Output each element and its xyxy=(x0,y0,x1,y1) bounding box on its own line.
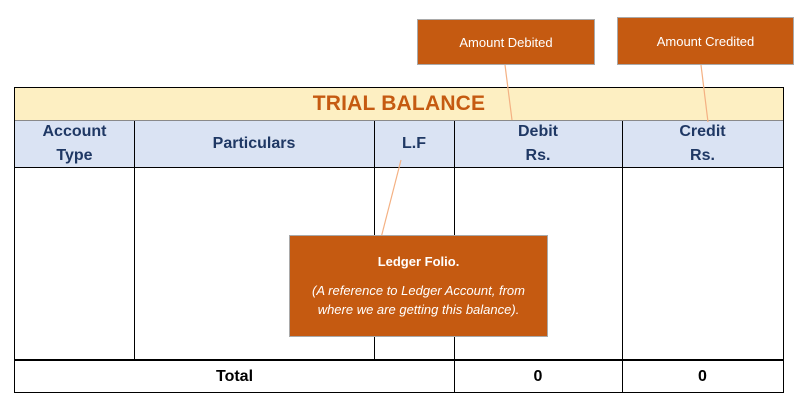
col-header-account-type-line2: Type xyxy=(56,147,93,164)
col-divider-4 xyxy=(622,121,623,392)
col-header-credit: Credit Rs. xyxy=(622,121,783,168)
col-header-lf: L.F xyxy=(374,121,454,168)
col-header-debit: Debit Rs. xyxy=(454,121,622,168)
col-header-account-type-line1: Account xyxy=(42,123,107,140)
col-divider-1 xyxy=(134,121,135,359)
total-label: Total xyxy=(215,367,254,385)
col-header-credit-line2: Rs. xyxy=(690,147,715,164)
col-header-account-type: Account Type xyxy=(15,121,134,168)
col-header-debit-line1: Debit xyxy=(518,123,558,140)
total-credit-value: 0 xyxy=(698,367,707,385)
callout-ledger-folio: Ledger Folio. (A reference to Ledger Acc… xyxy=(289,235,548,337)
col-header-particulars: Particulars xyxy=(134,121,374,168)
callout-amount-debited: Amount Debited xyxy=(417,19,595,65)
col-header-credit-line1: Credit xyxy=(679,123,726,140)
table-title: TRIAL BALANCE xyxy=(15,88,783,121)
total-debit-value: 0 xyxy=(533,367,543,385)
ledger-folio-description: (A reference to Ledger Account, from whe… xyxy=(312,282,525,317)
col-header-debit-line2: Rs. xyxy=(525,147,551,164)
callout-amount-credited: Amount Credited xyxy=(617,17,794,65)
trial-balance-table: TRIAL BALANCE Account Type Particulars L… xyxy=(14,87,784,393)
total-row-divider xyxy=(15,359,783,361)
ledger-folio-title: Ledger Folio. xyxy=(377,253,460,269)
